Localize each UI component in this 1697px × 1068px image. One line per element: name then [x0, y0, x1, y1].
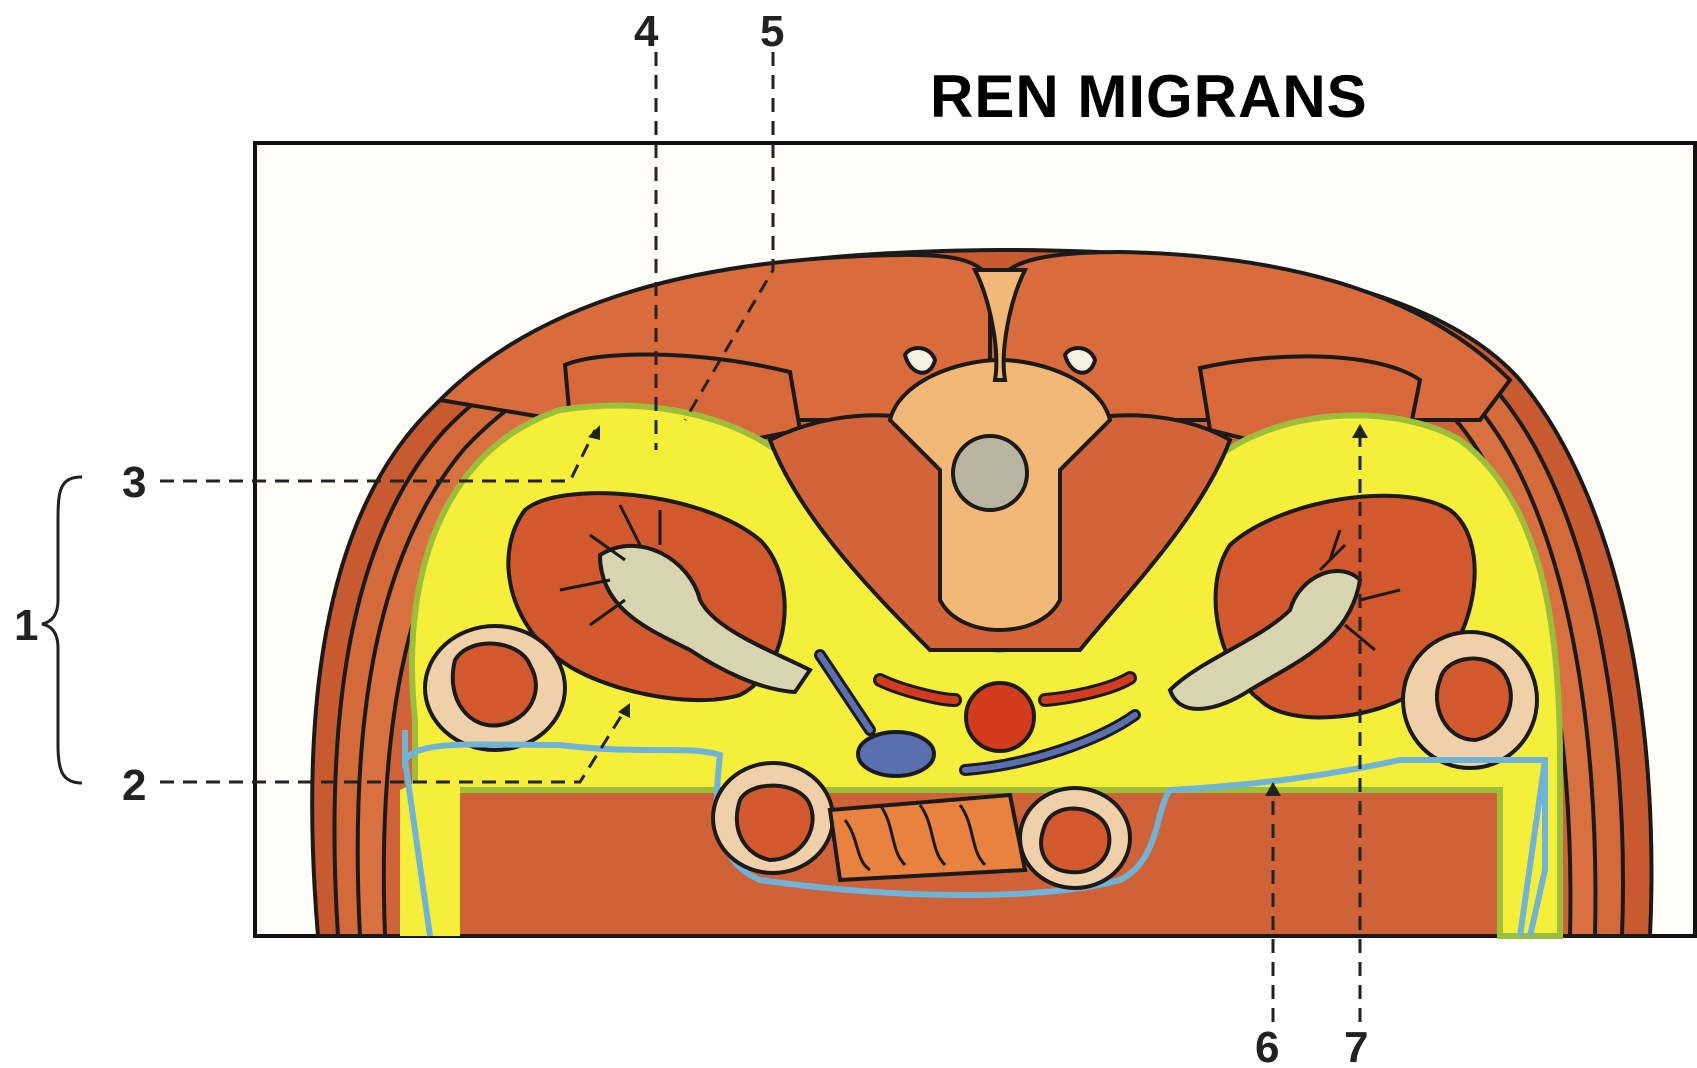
label-5: 5 [760, 7, 784, 56]
label-4: 4 [634, 7, 659, 56]
label-1: 1 [14, 601, 38, 650]
label-6: 6 [1255, 1023, 1279, 1068]
label-3: 3 [122, 458, 146, 507]
label-7: 7 [1344, 1023, 1368, 1068]
label-2: 2 [122, 761, 146, 810]
brace-1 [42, 477, 82, 783]
